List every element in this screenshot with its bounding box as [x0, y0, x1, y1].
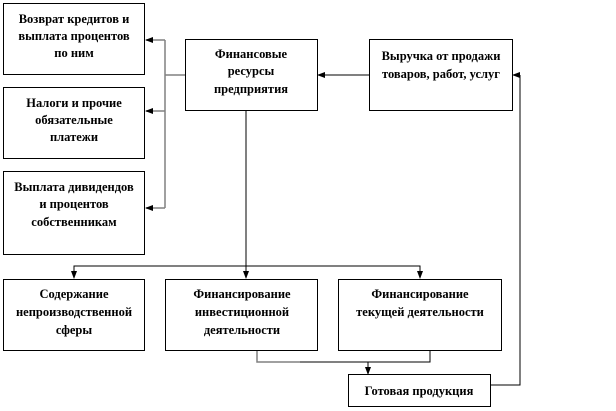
node-text: Финансирование	[193, 287, 291, 301]
node-text: выплата процентов	[18, 29, 130, 43]
node-text: обязательные	[35, 113, 113, 127]
node-current: Финансирование текущей деятельности	[338, 279, 502, 351]
node-text: деятельности	[204, 323, 280, 337]
node-text: собственникам	[31, 215, 117, 229]
node-text: Налоги и прочие	[26, 96, 122, 110]
node-text: Содержание	[39, 287, 108, 301]
node-invest: Финансирование инвестиционной деятельнос…	[165, 279, 318, 351]
node-nonprod: Содержание непроизводственной сферы	[3, 279, 145, 351]
node-text: Возврат кредитов и	[19, 12, 130, 26]
node-resources: Финансовые ресурсы предприятия	[185, 39, 318, 111]
node-text: инвестиционной	[195, 305, 289, 319]
bottom-bus	[73, 265, 421, 278]
node-text: по ним	[54, 46, 94, 60]
node-text: Готовая продукция	[365, 384, 474, 398]
node-text: и процентов	[39, 197, 109, 211]
node-dividends: Выплата дивидендов и процентов собственн…	[3, 171, 145, 255]
node-loans: Возврат кредитов и выплата процентов по …	[3, 3, 145, 75]
product-loop	[490, 75, 521, 386]
connectors	[71, 37, 521, 386]
node-text: непроизводственной	[16, 305, 132, 319]
node-text: ресурсы	[228, 64, 275, 78]
node-text: товаров, работ, услуг	[382, 67, 500, 81]
node-text: текущей деятельности	[356, 305, 484, 319]
node-revenue: Выручка от продажи товаров, работ, услуг	[369, 39, 513, 111]
node-text: Выручка от продажи	[382, 49, 501, 63]
invest-connector	[256, 350, 300, 363]
node-text: Финансовые	[215, 47, 288, 61]
node-text: платежи	[50, 130, 98, 144]
current-connector	[300, 350, 431, 363]
node-text: предприятия	[214, 82, 288, 96]
node-product: Готовая продукция	[348, 374, 491, 407]
node-text: сферы	[56, 323, 93, 337]
node-text: Выплата дивидендов	[14, 180, 134, 194]
node-text: Финансирование	[371, 287, 469, 301]
node-taxes: Налоги и прочие обязательные платежи	[3, 87, 145, 159]
